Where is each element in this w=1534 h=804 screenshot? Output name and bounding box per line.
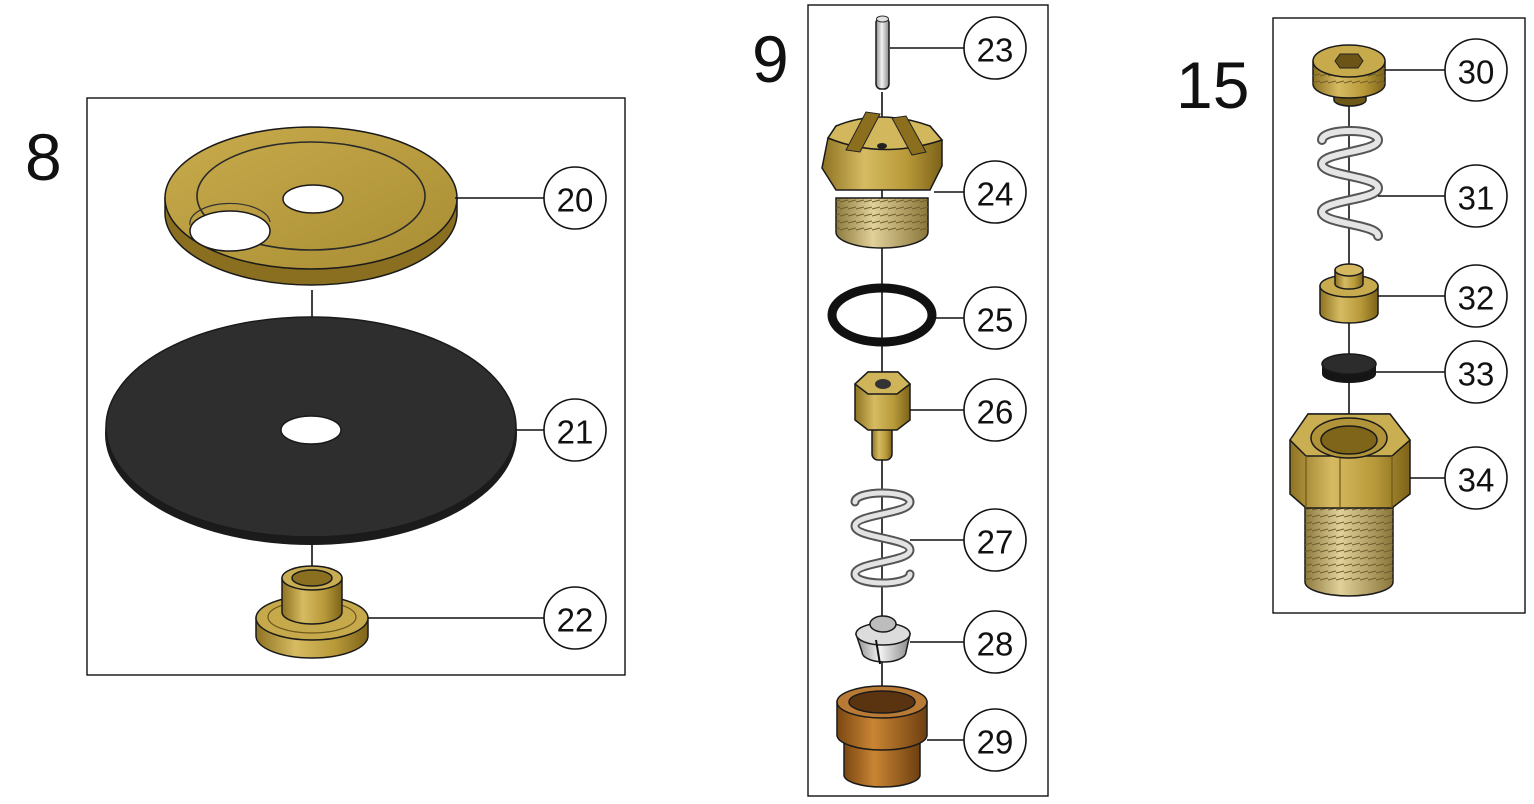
group-15-number: 15 [1176,48,1249,122]
part-25-o-ring [827,283,937,347]
callout-30-label: 30 [1458,54,1495,91]
part-26-hex-valve [853,371,912,461]
group-9-frame [807,4,1049,797]
callout-25-label: 25 [977,302,1014,339]
callout-20: 20 [455,166,607,230]
callout-27-label: 27 [977,524,1014,561]
part-20-brass-plate [164,126,458,286]
callout-28: 28 [910,610,1027,674]
part-27-spring [850,488,915,588]
callout-27: 27 [910,508,1027,572]
callout-34: 34 [1410,446,1508,510]
group-9: 9 [752,4,1049,797]
part-32-brass-piston [1319,263,1379,324]
callout-26: 26 [910,378,1027,442]
callout-33: 33 [1376,340,1508,404]
group-8-number: 8 [25,120,62,194]
part-34-hex-fitting [1289,413,1412,597]
part-29-bronze-cup [836,685,928,788]
callout-24-label: 24 [977,176,1014,213]
group-9-number: 9 [752,22,789,96]
callout-29: 29 [927,708,1027,772]
part-30-socket-cap [1312,44,1386,107]
callout-29-label: 29 [977,724,1014,761]
callout-33-label: 33 [1458,356,1495,393]
callout-31: 31 [1378,164,1508,228]
callout-32: 32 [1378,264,1508,328]
callout-22-label: 22 [557,602,594,639]
part-23-pin [875,15,890,90]
callout-21: 21 [516,398,607,462]
part-33-rubber-washer [1321,353,1377,383]
callout-30: 30 [1385,38,1508,102]
callout-26-label: 26 [977,394,1014,431]
part-22-flanged-bushing [255,565,369,659]
callout-22: 22 [368,586,607,650]
callout-20-label: 20 [557,182,594,219]
group-8: 8 20 [25,97,626,676]
part-28-split-collet [854,615,911,665]
callout-23: 23 [890,16,1027,80]
callout-25: 25 [932,286,1027,350]
callout-32-label: 32 [1458,280,1495,317]
group-15-frame [1272,17,1526,614]
callout-31-label: 31 [1458,180,1495,217]
group-8-frame [86,97,626,676]
part-21-rubber-gasket [105,316,517,545]
part-24-slotted-plug [821,111,944,249]
callout-24: 24 [934,160,1027,224]
callout-21-label: 21 [557,414,594,451]
callout-23-label: 23 [977,32,1014,69]
part-31-spring [1316,126,1384,241]
callout-34-label: 34 [1458,462,1495,499]
callout-28-label: 28 [977,626,1014,663]
group-15: 15 [1176,17,1526,614]
